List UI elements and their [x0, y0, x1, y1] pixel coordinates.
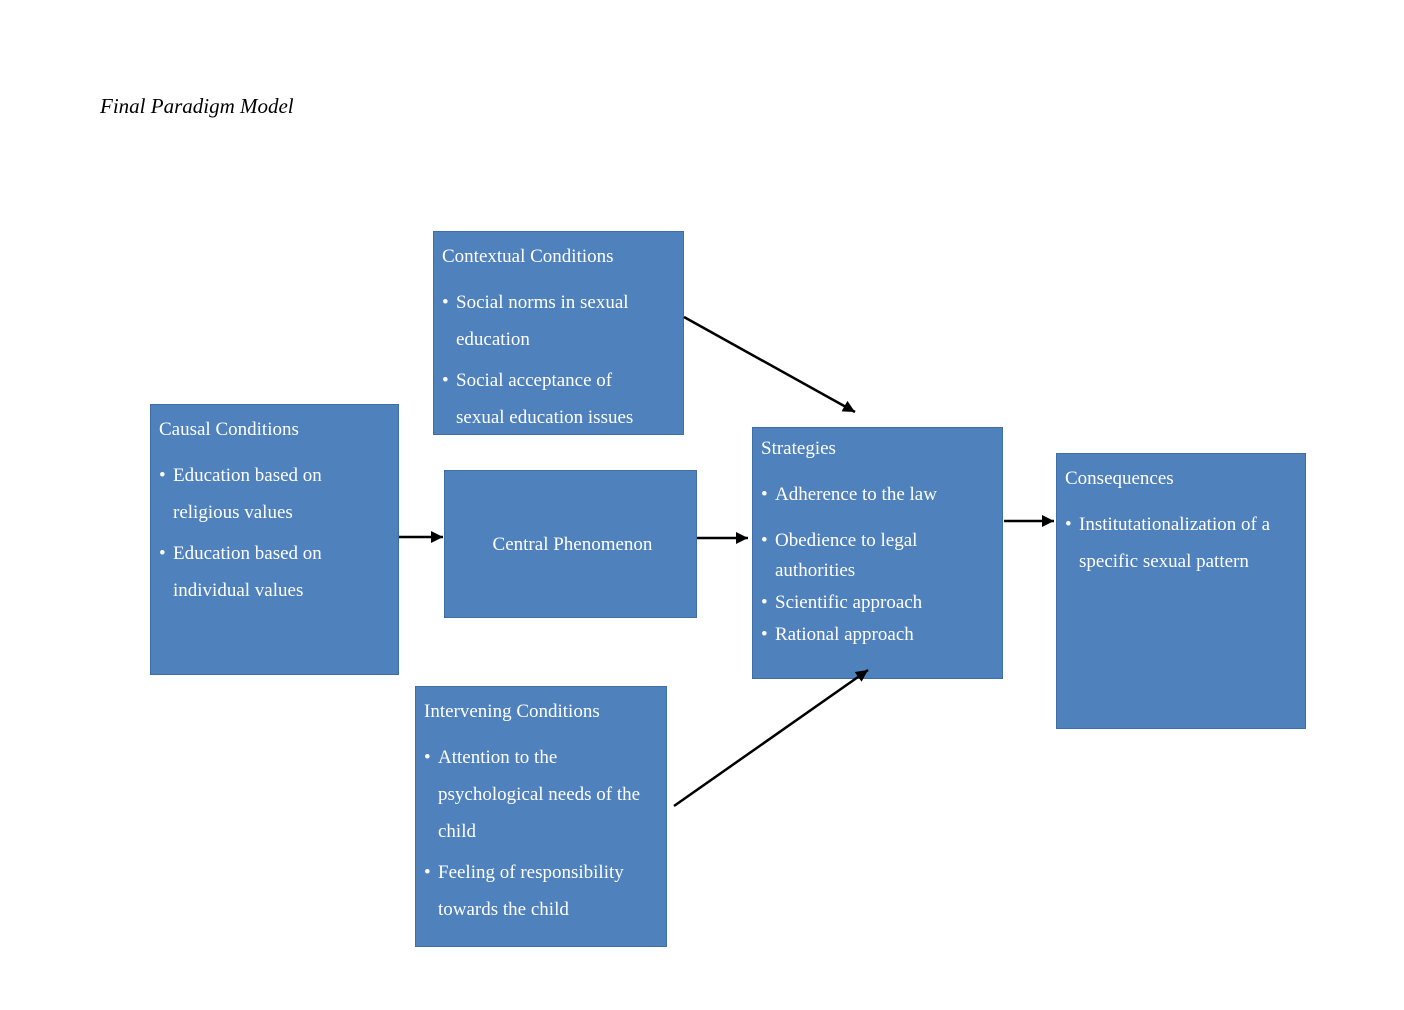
- bullet-icon: •: [761, 592, 768, 613]
- list-item: • Education based on individual values: [159, 535, 394, 609]
- box-intervening-conditions: Intervening Conditions • Attention to th…: [415, 686, 667, 947]
- list-item: • Education based on religious values: [159, 457, 394, 531]
- list-item: • Social norms in sexual education: [442, 284, 679, 358]
- bullet-text: Feeling of responsibility towards the ch…: [438, 862, 624, 920]
- bullet-icon: •: [761, 624, 768, 645]
- bullet-text: Scientific approach: [775, 592, 923, 613]
- bullet-icon: •: [424, 747, 431, 768]
- bullet-icon: •: [761, 484, 768, 505]
- box-central-phenomenon: Central Phenomenon: [444, 470, 697, 618]
- bullet-icon: •: [159, 465, 166, 486]
- bullet-text: Obedience to legal authorities: [775, 530, 918, 581]
- list-item: • Adherence to the law: [761, 480, 998, 510]
- box-title: Strategies: [761, 438, 836, 459]
- arrow-intervening-to-strategies: [673, 668, 869, 808]
- bullet-text: Social norms in sexual education: [456, 292, 629, 350]
- box-causal-conditions: Causal Conditions • Education based on r…: [150, 404, 399, 675]
- bullet-text: Social acceptance of sexual education is…: [456, 370, 634, 428]
- box-title: Central Phenomenon: [492, 533, 653, 555]
- bullet-icon: •: [1065, 514, 1072, 535]
- bullet-icon: •: [159, 543, 166, 564]
- list-item: • Scientific approach: [761, 588, 998, 618]
- page-title: Final Paradigm Model: [100, 94, 294, 118]
- bullet-icon: •: [424, 862, 431, 883]
- bullet-list: • Institutationalization of a specific s…: [1065, 506, 1301, 580]
- box-title: Causal Conditions: [159, 419, 299, 440]
- bullet-list: • Education based on religious values • …: [159, 457, 394, 609]
- bullet-icon: •: [442, 370, 449, 391]
- box-contextual-conditions: Contextual Conditions • Social norms in …: [433, 231, 684, 435]
- bullet-icon: •: [761, 530, 768, 551]
- list-item: • Feeling of responsibility towards the …: [424, 854, 662, 928]
- list-item: • Social acceptance of sexual education …: [442, 362, 679, 436]
- list-item: • Obedience to legal authorities: [761, 526, 998, 586]
- bullet-text: Attention to the psychological needs of …: [438, 747, 641, 842]
- bullet-text: Rational approach: [775, 624, 914, 645]
- list-item: • Rational approach: [761, 620, 998, 650]
- bullet-list: • Attention to the psychological needs o…: [424, 739, 662, 928]
- bullet-list: • Social norms in sexual education • Soc…: [442, 284, 679, 436]
- box-title: Contextual Conditions: [442, 246, 614, 267]
- bullet-text: Education based on religious values: [173, 465, 322, 523]
- list-item: • Institutationalization of a specific s…: [1065, 506, 1301, 580]
- box-title: Intervening Conditions: [424, 701, 600, 722]
- bullet-list: • Adherence to the law • Obedience to le…: [761, 480, 998, 650]
- arrow-contextual-to-strategies: [683, 315, 856, 414]
- box-title: Consequences: [1065, 468, 1174, 489]
- bullet-text: Adherence to the law: [775, 484, 937, 505]
- box-consequences: Consequences • Institutationalization of…: [1056, 453, 1306, 729]
- bullet-icon: •: [442, 292, 449, 313]
- box-strategies: Strategies • Adherence to the law • Obed…: [752, 427, 1003, 679]
- bullet-text: Institutationalization of a specific sex…: [1079, 514, 1271, 572]
- bullet-text: Education based on individual values: [173, 543, 322, 601]
- list-item: • Attention to the psychological needs o…: [424, 739, 662, 850]
